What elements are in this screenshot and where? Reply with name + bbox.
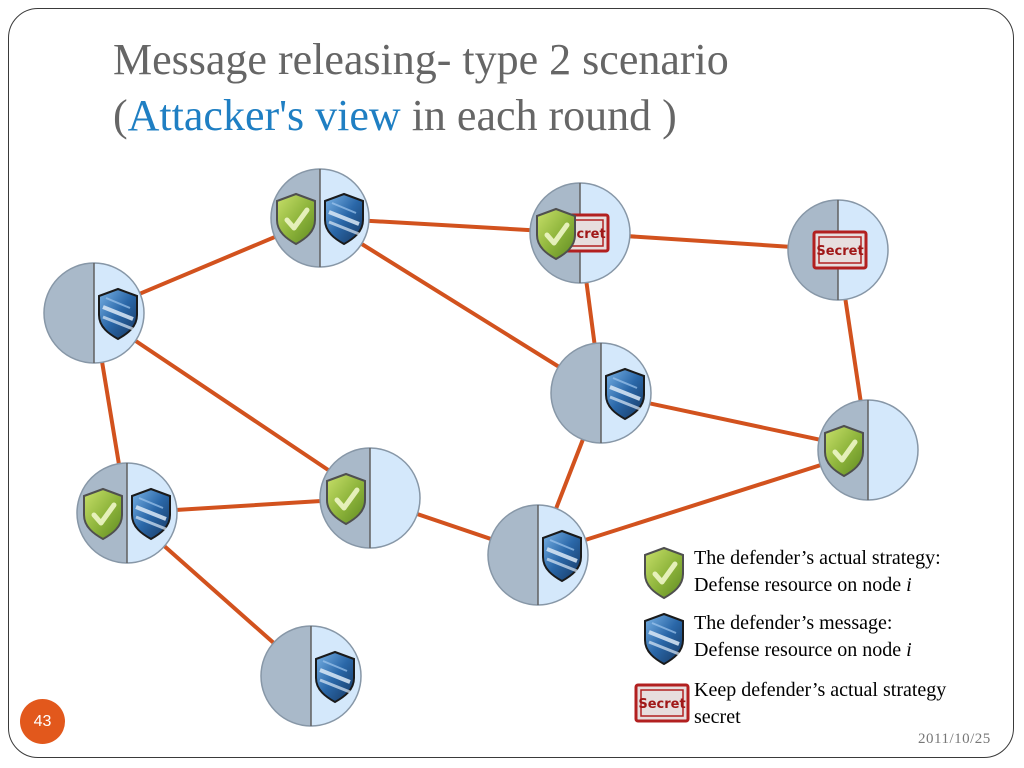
legend-item-message-text: The defender’s message: Defense resource… <box>694 610 912 664</box>
secret-stamp-label: Secret <box>638 697 685 712</box>
title-line-1: Message releasing- type 2 scenario <box>113 35 729 84</box>
n7-blue-shield-icon <box>131 488 171 540</box>
title-line-2-rest: in each round ) <box>400 91 677 140</box>
n7-green-check-shield-icon <box>83 488 123 540</box>
legend-secret-line-1: Keep defender’s actual strategy <box>694 679 947 701</box>
node-n4 <box>43 262 145 364</box>
node-n7 <box>76 462 178 564</box>
legend-defense-line-2: Defense resource on node i <box>694 572 941 599</box>
node-right-half <box>370 448 420 548</box>
node-n10 <box>260 625 362 727</box>
edge-n4-n8 <box>92 311 372 500</box>
n4-blue-shield-icon <box>98 288 138 340</box>
node-right-half <box>868 400 918 500</box>
node-n5 <box>550 342 652 444</box>
node-left-half <box>551 343 601 443</box>
node-n9 <box>487 504 589 606</box>
n10-blue-shield-icon <box>315 651 355 703</box>
legend-defense-line-2-text: Defense resource on node <box>694 574 907 596</box>
legend-item-secret-text: Keep defender’s actual strategy secret <box>694 677 946 731</box>
n5-blue-shield-icon <box>605 368 645 420</box>
n1-green-check-shield-icon <box>276 193 316 245</box>
legend-icons: Secret <box>634 547 690 723</box>
legend-message-line-2: Defense resource on node i <box>694 637 912 664</box>
node-n8 <box>319 447 421 549</box>
edge-n1-n5 <box>318 216 603 395</box>
edge-n6-n9 <box>536 448 870 557</box>
edges-layer <box>92 216 870 678</box>
page-number-badge: 43 <box>20 699 65 744</box>
node-left-half <box>488 505 538 605</box>
legend-blue-shield-icon <box>644 613 684 665</box>
title-paren-open: ( <box>113 91 128 140</box>
node-n6 <box>817 399 919 501</box>
legend-message-line-2-text: Defense resource on node <box>694 639 907 661</box>
n9-blue-shield-icon <box>542 530 582 582</box>
legend-message-node-i: i <box>906 639 912 661</box>
legend-defense-line-1: The defender’s actual strategy: <box>694 547 941 569</box>
node-n1 <box>270 168 370 268</box>
legend-defense-node-i: i <box>906 574 912 596</box>
node-left-half <box>44 263 94 363</box>
node-left-half <box>261 626 311 726</box>
n3-secret-stamp-icon: Secret <box>812 230 868 270</box>
legend-item-defense-text: The defender’s actual strategy: Defense … <box>694 545 941 599</box>
n1-blue-shield-icon <box>324 193 364 245</box>
legend-green-check-shield-icon <box>644 547 684 599</box>
node-n3: Secret <box>787 199 889 301</box>
title-accent-attackers-view: Attacker's view <box>127 91 401 140</box>
secret-stamp-label: Secret <box>816 244 863 259</box>
legend-message-line-1: The defender’s message: <box>694 612 893 634</box>
legend-secret-line-2: secret <box>694 706 741 728</box>
date-stamp: 2011/10/25 <box>918 731 991 747</box>
n2-green-check-shield-icon <box>536 208 576 260</box>
legend-secret-stamp-icon: Secret <box>634 683 690 723</box>
n6-green-check-shield-icon <box>824 425 864 477</box>
slide-frame <box>8 8 1014 758</box>
node-n2: Secret <box>529 182 631 284</box>
slide-title: Message releasing- type 2 scenario (Attac… <box>113 32 729 144</box>
n8-green-check-shield-icon <box>326 473 366 525</box>
